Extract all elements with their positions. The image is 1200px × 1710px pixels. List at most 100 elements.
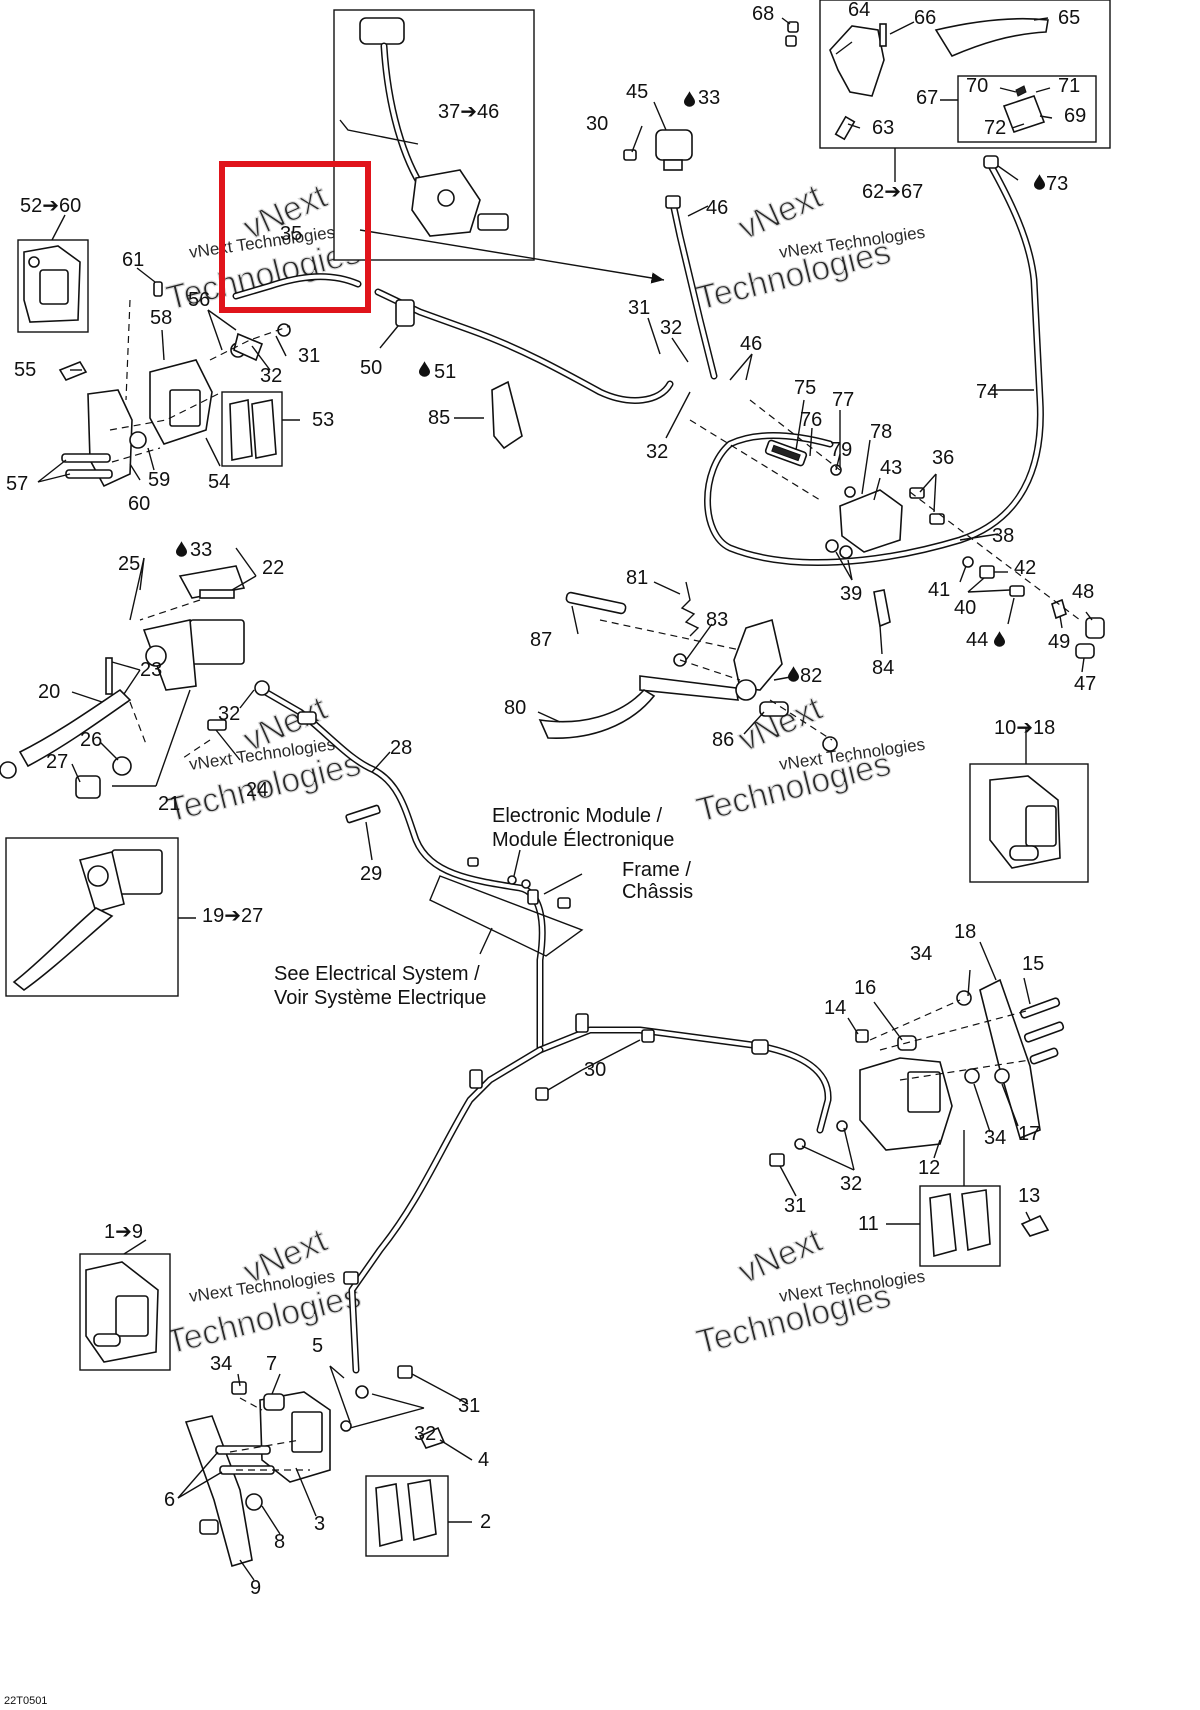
callout-81: 81 — [626, 567, 648, 589]
callout-labels: 1➔9 2 3 4 5 6 7 8 9 10➔18 11 12 13 14 15… — [4, 0, 1096, 1707]
inset-box-53 — [221, 391, 283, 467]
callout-15: 15 — [1022, 953, 1044, 975]
callout-63: 63 — [872, 117, 894, 139]
callout-31-a: 31 — [298, 345, 320, 367]
callout-7: 7 — [266, 1353, 277, 1375]
callout-35: 35 — [280, 223, 302, 245]
callout-12: 12 — [918, 1157, 940, 1179]
oil-drop-icon — [176, 541, 187, 557]
watermarks: vNext Technologies Technologies vNext Te… — [162, 176, 926, 1362]
callout-23: 23 — [140, 659, 162, 681]
callout-50: 50 — [360, 357, 382, 379]
inset-box-11 — [919, 1185, 1001, 1267]
inset-box-2 — [365, 1475, 449, 1557]
callout-76: 76 — [800, 409, 822, 431]
callout-41: 41 — [928, 579, 950, 601]
callout-32-f: 32 — [414, 1423, 436, 1445]
highlight-box-part-35 — [219, 161, 371, 313]
callout-72: 72 — [984, 117, 1006, 139]
callout-46-a: 46 — [706, 197, 728, 219]
callout-38: 38 — [992, 525, 1014, 547]
callout-57: 57 — [6, 473, 28, 495]
callout-83: 83 — [706, 609, 728, 631]
callout-71: 71 — [1058, 75, 1080, 97]
callout-58: 58 — [150, 307, 172, 329]
callout-28: 28 — [390, 737, 412, 759]
callout-25: 25 — [118, 553, 140, 575]
callout-75: 75 — [794, 377, 816, 399]
callout-14: 14 — [824, 997, 846, 1019]
callout-32-d: 32 — [218, 703, 240, 725]
callout-74: 74 — [976, 381, 998, 403]
callout-78: 78 — [870, 421, 892, 443]
note-electronic-module-line2: Module Électronique — [492, 828, 674, 851]
note-see-electrical-line2: Voir Système Electrique — [274, 987, 486, 1009]
callout-29: 29 — [360, 863, 382, 885]
callout-32-a: 32 — [260, 365, 282, 387]
callout-79: 79 — [830, 439, 852, 461]
callout-21: 21 — [158, 793, 180, 815]
callout-18: 18 — [954, 921, 976, 943]
callout-16: 16 — [854, 977, 876, 999]
callout-45: 45 — [626, 81, 648, 103]
watermark-small-word: vNext — [733, 1221, 828, 1291]
callout-22: 22 — [262, 557, 284, 579]
callout-34-c: 34 — [210, 1353, 232, 1375]
callout-42: 42 — [1014, 557, 1036, 579]
note-frame-line1: Frame / — [622, 859, 691, 881]
inset-box-1-9 — [79, 1253, 171, 1371]
callout-13: 13 — [1018, 1185, 1040, 1207]
callout-67: 67 — [916, 87, 938, 109]
leader-lines — [37, 17, 1093, 1581]
inset-box-19-27 — [5, 837, 179, 997]
callout-34-a: 34 — [910, 943, 932, 965]
callout-8: 8 — [274, 1531, 285, 1553]
callout-36: 36 — [932, 447, 954, 469]
brake-lines — [232, 160, 1044, 1374]
oil-drop-icon — [684, 91, 695, 107]
callout-61: 61 — [122, 249, 144, 271]
callout-24: 24 — [246, 779, 268, 801]
callout-32-e: 32 — [840, 1173, 862, 1195]
callout-46-b: 46 — [740, 333, 762, 355]
frame-bracket — [429, 875, 584, 957]
callout-47: 47 — [1074, 673, 1096, 695]
callout-3: 3 — [314, 1513, 325, 1535]
callout-4: 4 — [478, 1449, 489, 1471]
oil-drop-icon — [788, 666, 799, 682]
callout-30-b: 30 — [584, 1059, 606, 1081]
callout-26: 26 — [80, 729, 102, 751]
callout-32-b: 32 — [660, 317, 682, 339]
callout-44: 44 — [966, 629, 988, 651]
callout-51: 51 — [434, 361, 456, 383]
oil-drop-icons — [176, 91, 1045, 682]
callout-31-c: 31 — [784, 1195, 806, 1217]
callout-56: 56 — [188, 289, 210, 311]
note-see-electrical-line1: See Electrical System / — [274, 963, 480, 985]
callout-40: 40 — [954, 597, 976, 619]
inset-box-10-18 — [969, 763, 1089, 883]
callout-2: 2 — [480, 1511, 491, 1533]
callout-19-27: 19➔27 — [202, 905, 263, 927]
callout-37-46: 37➔46 — [438, 101, 499, 123]
callout-84: 84 — [872, 657, 894, 679]
components — [0, 21, 1105, 1568]
callout-87: 87 — [530, 629, 552, 651]
callout-33-b: 33 — [190, 539, 212, 561]
callout-39: 39 — [840, 583, 862, 605]
inset-box-37-46 — [333, 9, 535, 261]
oil-drop-icon — [1034, 174, 1045, 190]
callout-52-60: 52➔60 — [20, 195, 81, 217]
callout-70: 70 — [966, 75, 988, 97]
callout-11: 11 — [858, 1213, 879, 1235]
callout-66: 66 — [914, 7, 936, 29]
callout-62-67: 62➔67 — [862, 181, 923, 203]
callout-17: 17 — [1018, 1123, 1040, 1145]
note-frame-line2: Châssis — [622, 881, 693, 903]
callout-77: 77 — [832, 389, 854, 411]
callout-73: 73 — [1046, 173, 1068, 195]
callout-69: 69 — [1064, 105, 1086, 127]
callout-80: 80 — [504, 697, 526, 719]
drawing-code: 22T0501 — [4, 1695, 47, 1707]
